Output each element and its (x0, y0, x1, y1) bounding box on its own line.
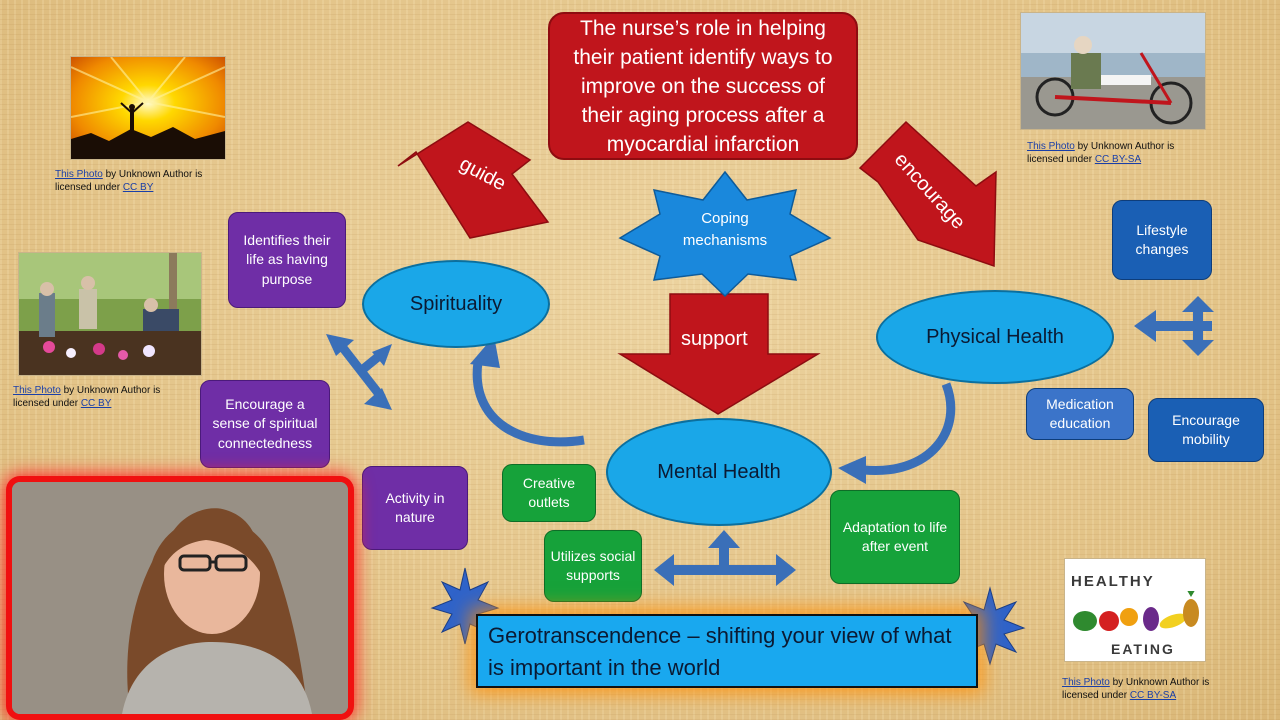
healthy-produce-image (1073, 591, 1199, 631)
physical-health-node: Physical Health (876, 290, 1114, 384)
social-supports-box: Utilizes social supports (544, 530, 642, 602)
physical-double-arrow (1134, 296, 1214, 356)
garden-image (19, 253, 201, 375)
medication-box: Medication education (1026, 388, 1134, 440)
coping-star (618, 170, 832, 298)
presenter-video (12, 482, 348, 714)
curve-mental-to-spirituality (472, 361, 585, 447)
sunrise-caption: This Photo by Unknown Author is licensed… (55, 169, 203, 193)
healthy-logo-top: HEALTHY (1071, 573, 1155, 590)
mental-health-node: Mental Health (606, 418, 832, 526)
sunrise-photo (70, 56, 226, 160)
coping-label: Coping mechanisms (682, 210, 768, 249)
encourage-arrow (858, 120, 997, 268)
curve-arrowhead-mental (838, 456, 866, 484)
garden-photo-link[interactable]: This Photo (13, 385, 61, 396)
mental-triple-arrow (654, 530, 796, 586)
support-label: support (681, 328, 748, 350)
healthy-logo-bottom: EATING (1111, 641, 1175, 657)
purpose-box: Identifies their life as having purpose (228, 212, 346, 308)
creative-outlets-box: Creative outlets (502, 464, 596, 522)
healthy-license-link[interactable]: CC BY-SA (1129, 690, 1177, 701)
healthy-photo-link[interactable]: This Photo (1062, 677, 1110, 688)
presenter-webcam (12, 482, 348, 714)
bike-image (1021, 13, 1205, 129)
connectedness-box: Encourage a sense of spiritual connected… (200, 380, 330, 468)
garden-photo (18, 252, 202, 376)
gerotranscendence-box: Gerotranscendence – shifting your view o… (476, 614, 978, 688)
healthy-caption: This Photo by Unknown Author is licensed… (1062, 677, 1210, 701)
healthy-eating-photo: HEALTHY EATING (1064, 558, 1206, 662)
bike-caption: This Photo by Unknown Author is licensed… (1027, 141, 1175, 165)
spirituality-node: Spirituality (362, 260, 550, 348)
bike-license-link[interactable]: CC BY-SA (1094, 154, 1142, 165)
garden-caption: This Photo by Unknown Author is licensed… (13, 385, 161, 409)
garden-license-link[interactable]: CC BY (80, 398, 112, 409)
mobility-box: Encourage mobility (1148, 398, 1264, 462)
sunrise-image (71, 57, 225, 159)
diagram-title: The nurse’s role in helping their patien… (548, 12, 858, 160)
bike-photo-link[interactable]: This Photo (1027, 141, 1075, 152)
support-arrow (617, 293, 821, 415)
bike-photo (1020, 12, 1206, 130)
spirituality-double-arrow (326, 334, 392, 410)
adaptation-box: Adaptation to life after event (830, 490, 960, 584)
sunrise-photo-link[interactable]: This Photo (55, 169, 103, 180)
guide-arrow (397, 121, 550, 239)
lifestyle-box: Lifestyle changes (1112, 200, 1212, 280)
sunrise-license-link[interactable]: CC BY (122, 182, 154, 193)
curve-physical-to-mental (863, 382, 956, 476)
nature-box: Activity in nature (362, 466, 468, 550)
